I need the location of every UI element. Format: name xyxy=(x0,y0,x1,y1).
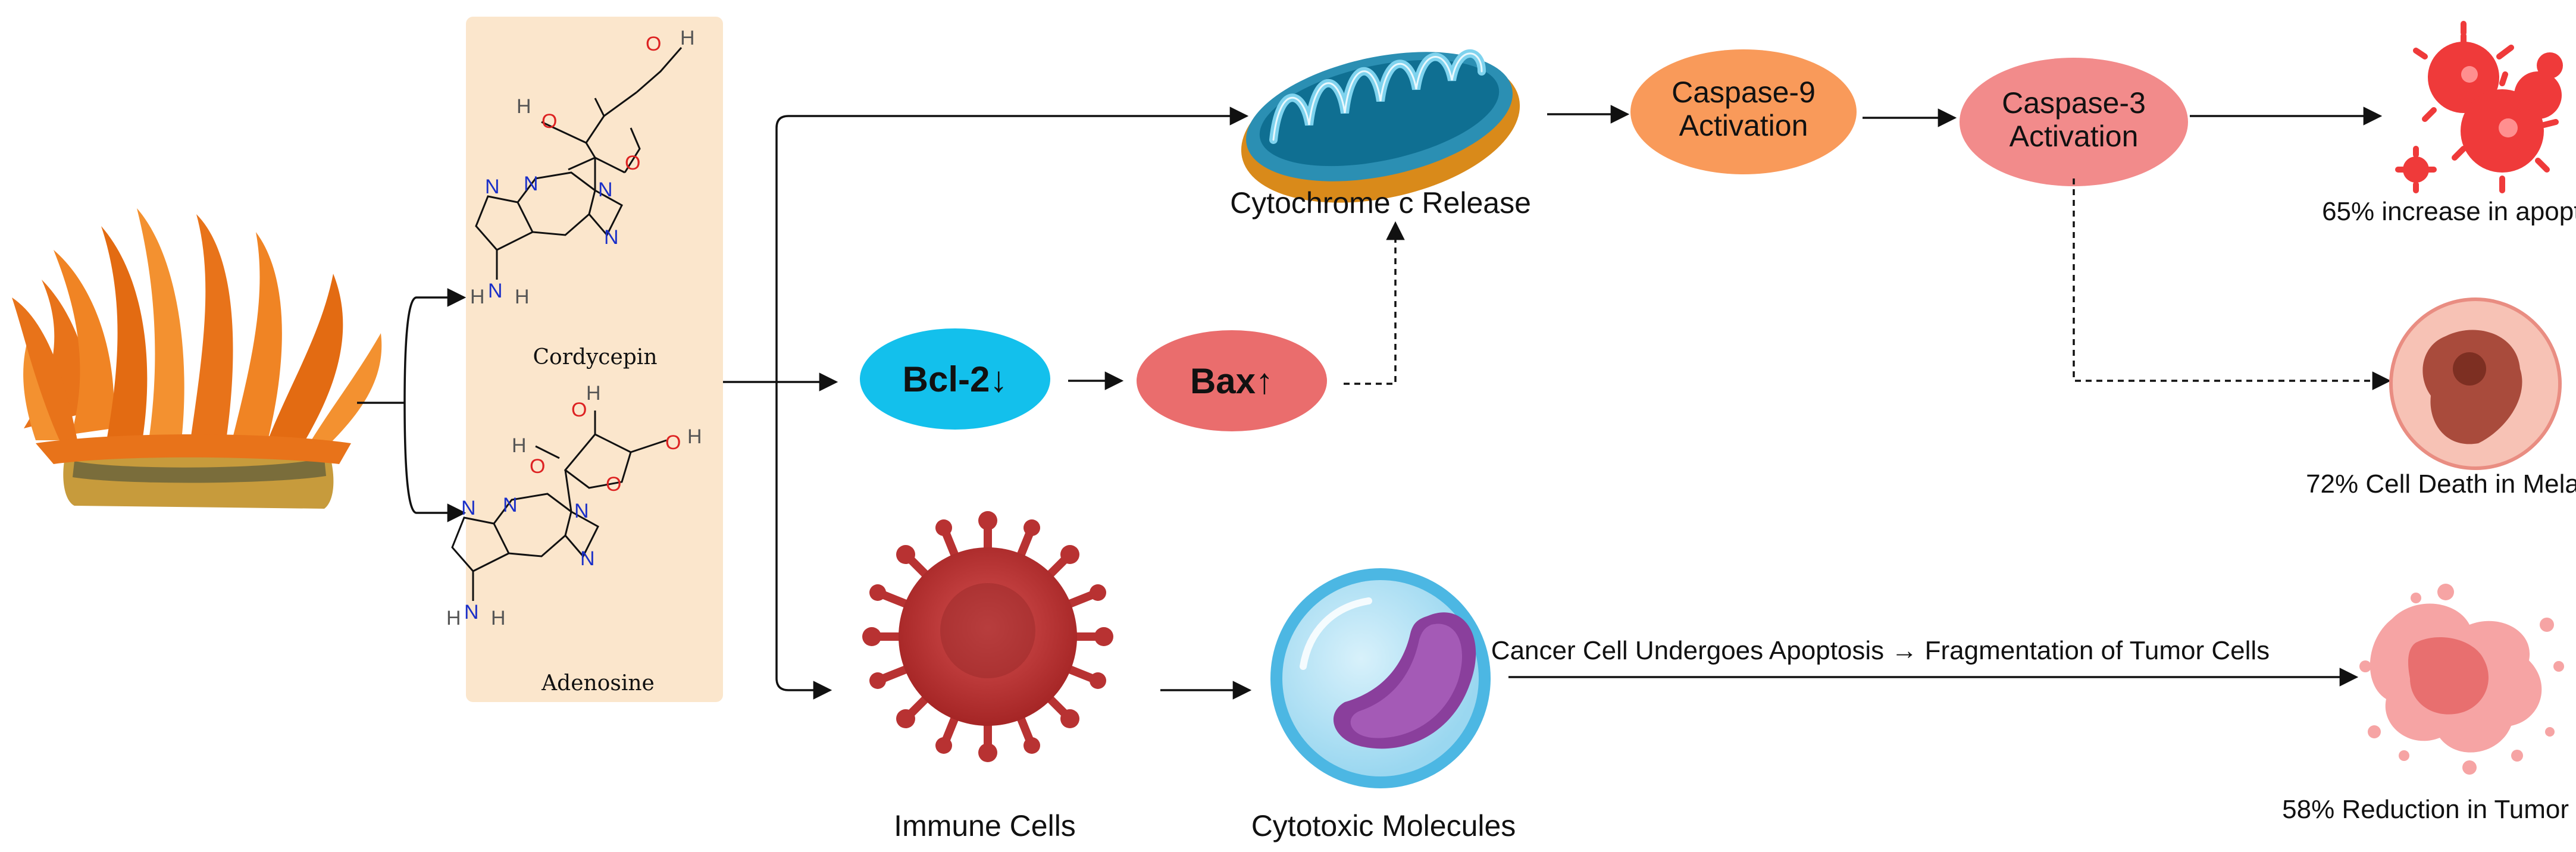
caspase9-node xyxy=(1630,49,1857,174)
bax-label: Bax↑ xyxy=(1190,361,1273,401)
cordyceps-fungus-image xyxy=(12,208,382,509)
svg-text:H: H xyxy=(680,27,695,49)
svg-text:O: O xyxy=(606,473,621,496)
svg-text:N: N xyxy=(580,547,595,570)
caspase3-label-line2: Activation xyxy=(2010,120,2139,153)
caspase3-node xyxy=(1960,58,2188,186)
caspase9-label-line1: Caspase-9 xyxy=(1672,76,1816,109)
cytotoxic-cell-image xyxy=(1270,568,1491,788)
svg-text:H: H xyxy=(512,434,527,457)
adenosine-structure xyxy=(451,411,667,601)
bax-to-mitochondria-arrow xyxy=(1344,221,1405,385)
cytotoxic-molecules-label: Cytotoxic Molecules xyxy=(1251,809,1516,842)
svg-text:N: N xyxy=(485,176,500,198)
svg-text:H: H xyxy=(515,286,530,308)
immune-pathway-arrow-text: Cancer Cell Undergoes Apoptosis → Fragme… xyxy=(1491,636,2270,665)
svg-text:N: N xyxy=(574,500,589,522)
caspase3-label-line1: Caspase-3 xyxy=(2002,86,2146,120)
svg-text:N: N xyxy=(464,601,479,624)
svg-text:O: O xyxy=(542,110,557,133)
compounds-panel xyxy=(466,17,723,702)
fragmented-tumor-image xyxy=(2359,584,2564,775)
svg-text:O: O xyxy=(665,431,681,454)
svg-text:H: H xyxy=(446,607,461,629)
svg-text:N: N xyxy=(598,178,613,201)
svg-text:N: N xyxy=(604,226,619,249)
cytochrome-label: Cytochrome c Release xyxy=(1230,186,1531,220)
svg-text:O: O xyxy=(625,152,640,174)
svg-text:H: H xyxy=(687,425,702,448)
apoptosis-outcome-label: 65% increase in apoptosis. xyxy=(2322,197,2576,226)
tumor-outcome-label: 58% Reduction in Tumor Size xyxy=(2282,795,2576,824)
fungus-branch-connector xyxy=(357,288,467,522)
svg-text:O: O xyxy=(530,455,545,478)
apoptotic-cells-image xyxy=(2395,21,2563,193)
immune-cell-virus-image xyxy=(862,511,1113,762)
adenosine-label: Adenosine xyxy=(541,671,655,696)
mitochondria-image xyxy=(1241,49,1520,203)
svg-text:H: H xyxy=(491,607,506,629)
svg-text:N: N xyxy=(461,497,476,519)
svg-text:N: N xyxy=(503,494,518,516)
melanoma-outcome-label: 72% Cell Death in Melanoma xyxy=(2306,469,2576,499)
immune-cells-label: Immune Cells xyxy=(894,809,1076,842)
svg-text:H: H xyxy=(586,382,601,405)
svg-text:H: H xyxy=(470,286,485,308)
cordycepin-label: Cordycepin xyxy=(533,345,657,369)
bax-node xyxy=(1137,330,1327,431)
caspase3-to-melanoma-arrow xyxy=(2073,178,2392,390)
svg-text:H: H xyxy=(517,95,531,118)
svg-text:N: N xyxy=(488,280,503,302)
bcl2-label: Bcl-2↓ xyxy=(903,359,1008,399)
bcl2-node xyxy=(860,328,1050,430)
caspase9-label-line2: Activation xyxy=(1679,109,1808,142)
svg-text:O: O xyxy=(571,399,587,421)
svg-text:N: N xyxy=(524,173,539,195)
cordycepin-structure xyxy=(475,47,683,280)
svg-text:O: O xyxy=(646,33,661,55)
panel-branch-connector xyxy=(723,106,1249,700)
melanoma-cell-image xyxy=(2389,297,2562,470)
